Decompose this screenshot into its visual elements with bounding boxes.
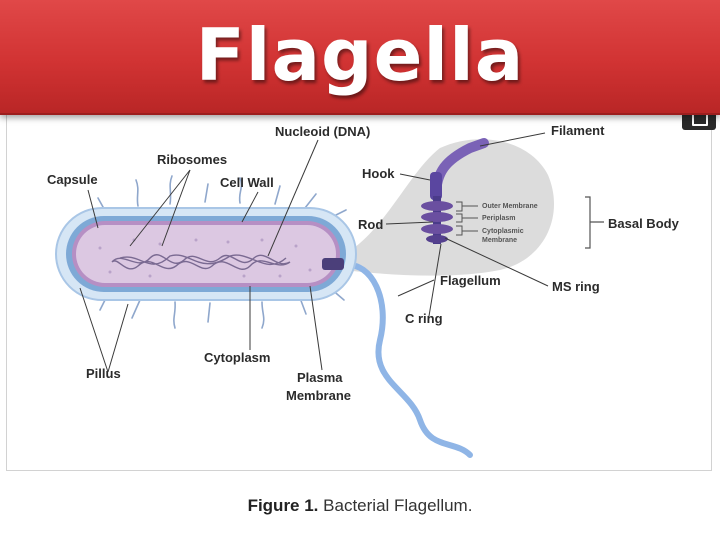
title-banner: Flagella	[0, 0, 720, 115]
page-title: Flagella	[195, 13, 525, 97]
caption-prefix: Figure 1.	[247, 496, 319, 515]
label-basal-body: Basal Body	[608, 216, 680, 231]
small-brackets	[456, 201, 478, 236]
basal-body-bracket	[585, 196, 604, 249]
label-c-ring: C ring	[405, 311, 443, 326]
basal-motor	[322, 258, 344, 270]
label-pillus: Pillus	[86, 366, 121, 381]
zoom-ring-peri	[421, 212, 453, 222]
label-flagellum: Flagellum	[440, 273, 501, 288]
label-cytoplasmic-membrane: Membrane	[482, 237, 517, 244]
zoom-ring-cyto	[421, 224, 453, 234]
label-ms-ring: MS ring	[552, 279, 600, 294]
cytoplasm	[76, 225, 336, 283]
label-plasma-membrane: Membrane	[286, 388, 351, 403]
ribosomes-dots	[98, 238, 312, 278]
label-rod: Rod	[358, 217, 383, 232]
label-cytoplasmic: Cytoplasmic	[482, 228, 524, 235]
zoom-ring-ms	[426, 235, 448, 243]
label-outer-membrane: Outer Membrane	[482, 203, 538, 210]
label-capsule: Capsule	[47, 172, 98, 187]
label-nucleoid: Nucleoid (DNA)	[275, 124, 370, 139]
label-cell-wall: Cell Wall	[220, 175, 274, 190]
label-filament: Filament	[551, 123, 605, 138]
zoom-hook	[430, 172, 442, 200]
label-cytoplasm: Cytoplasm	[204, 350, 270, 365]
caption-text: Bacterial Flagellum.	[323, 496, 473, 515]
zoom-ring-outer	[421, 201, 453, 211]
flagellum-filament	[342, 261, 473, 458]
figure-caption: Figure 1. Bacterial Flagellum.	[0, 496, 720, 516]
label-plasma: Plasma	[297, 370, 343, 385]
leader-lines	[79, 132, 549, 373]
label-periplasm: Periplasm	[482, 215, 515, 222]
nucleoid	[111, 254, 291, 270]
label-ribosomes: Ribosomes	[157, 152, 227, 167]
label-hook: Hook	[362, 166, 395, 181]
